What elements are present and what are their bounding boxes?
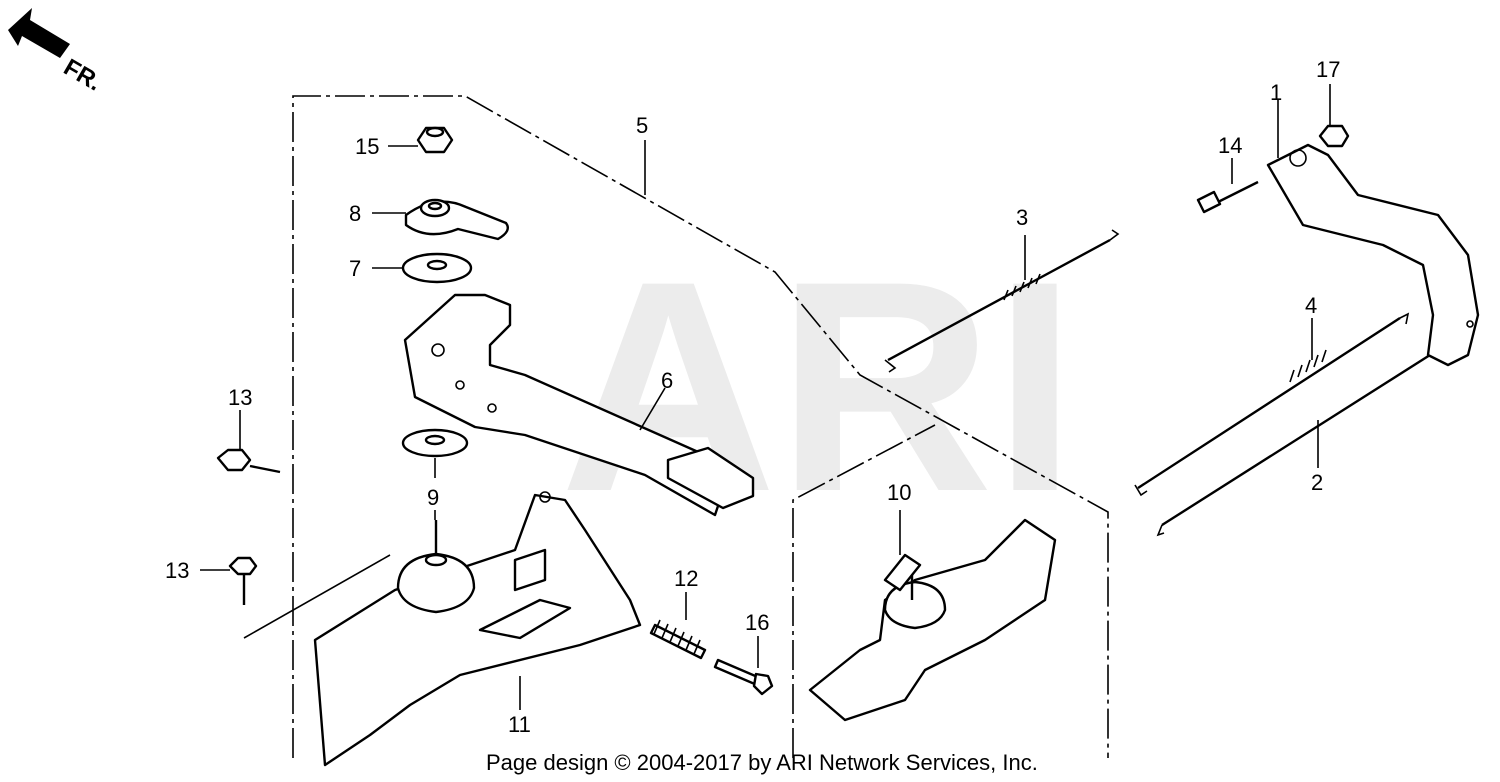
- callout-5: 5: [636, 113, 648, 138]
- callout-15: 15: [355, 134, 379, 159]
- callout-13-upper: 13: [228, 385, 252, 410]
- callout-10: 10: [887, 480, 911, 505]
- part-11-base-plate: [243, 491, 642, 767]
- callout-12: 12: [674, 566, 698, 591]
- part-6-control-lever: [403, 293, 755, 517]
- part-13-bolt-upper: [216, 410, 281, 474]
- direction-label: FR.: [59, 54, 106, 97]
- callout-14: 14: [1218, 133, 1242, 158]
- part-13-bolt-lower: [200, 556, 258, 605]
- callout-11: 11: [508, 712, 531, 737]
- assembly-frame-5: [292, 95, 1109, 758]
- callout-4: 4: [1305, 293, 1317, 318]
- part-15-nut: [388, 126, 454, 154]
- part-1-lever-arm: [1266, 100, 1480, 367]
- callout-8: 8: [349, 201, 361, 226]
- part-8-plate: [372, 198, 509, 241]
- callout-1: 1: [1270, 80, 1282, 105]
- part-14-bolt: [1196, 158, 1259, 214]
- front-direction-arrow-icon: [8, 8, 70, 58]
- part-10-control-assembly: [808, 510, 1057, 722]
- callout-6: 6: [661, 368, 673, 393]
- part-7-washer: [372, 252, 473, 284]
- callout-7: 7: [349, 256, 361, 281]
- callout-13-lower: 13: [165, 558, 189, 583]
- part-16-screw: [713, 636, 774, 696]
- callout-16: 16: [745, 610, 769, 635]
- copyright-notice: Page design © 2004-2017 by ARI Network S…: [486, 750, 1038, 775]
- callout-17: 17: [1316, 57, 1340, 82]
- callout-3: 3: [1016, 205, 1028, 230]
- part-2-rod: [1156, 353, 1441, 537]
- part-17-nut: [1318, 84, 1350, 148]
- callout-2: 2: [1311, 470, 1323, 495]
- part-12-spring: [649, 592, 707, 660]
- callout-9: 9: [427, 485, 439, 510]
- part-3-spring-rod: [884, 229, 1120, 373]
- part-4-spring-rod: [1134, 312, 1410, 497]
- watermark: ARI: [560, 218, 1077, 554]
- part-9-washer: [401, 428, 469, 478]
